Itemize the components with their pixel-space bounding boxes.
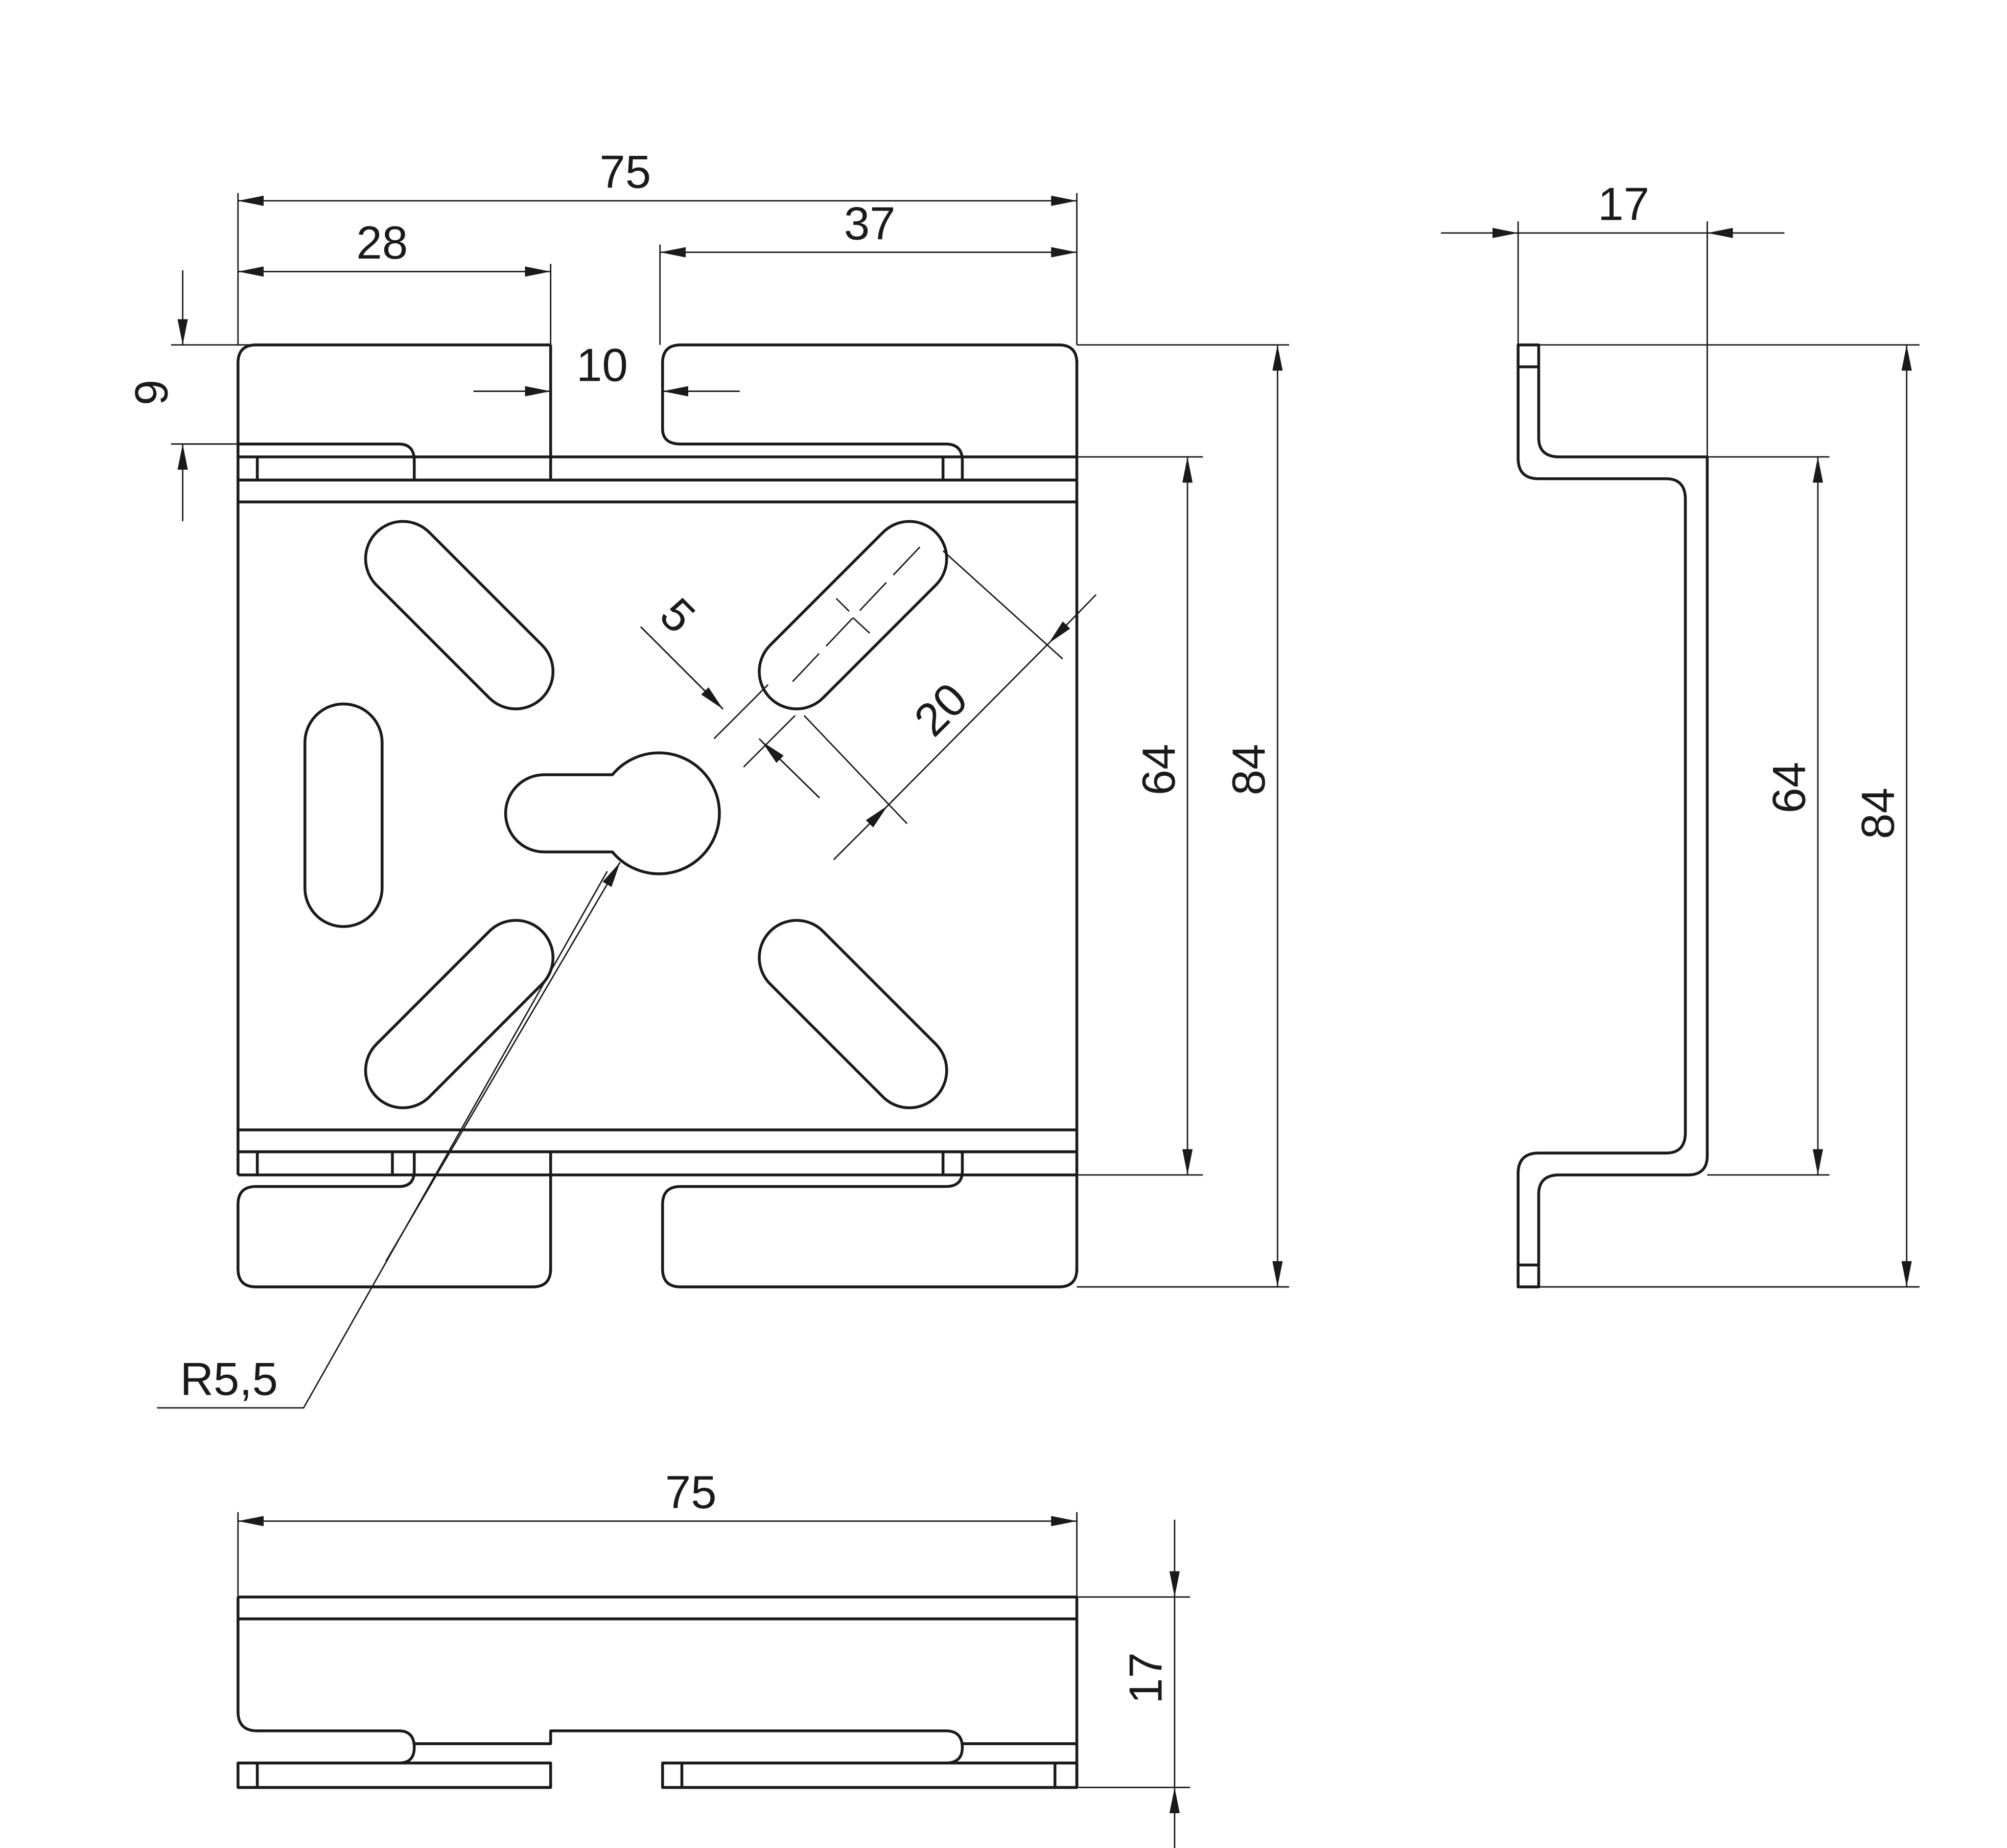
dim-slot-length: 20 (904, 673, 977, 746)
plate-outline (237, 360, 1079, 1272)
dim-bottom-width: 75 (665, 1467, 717, 1518)
top-left-tab-bend (238, 443, 416, 480)
dim-overall-height: 84 (1223, 744, 1275, 795)
side-view: 17 64 84 (1441, 179, 1920, 1288)
top-left-tab (237, 343, 552, 480)
bottom-bands (238, 1128, 1077, 1176)
slot-top-right (758, 520, 948, 710)
dim-keyhole-radius: R5,5 (180, 1354, 277, 1405)
bottom-dimensions (237, 1512, 1191, 1848)
dim-depth: 17 (1598, 179, 1649, 230)
dim-tab-height: 9 (126, 380, 177, 405)
front-view: 75 28 37 10 9 5 20 64 84 R5,5 (126, 147, 1289, 1409)
bottom-profile (237, 1596, 1079, 1788)
side-dimensions (1441, 221, 1920, 1288)
dim-right-tab-width: 37 (844, 198, 896, 249)
top-bands (238, 455, 1077, 503)
dim-side-inner-height: 64 (1764, 762, 1815, 814)
dimensions (157, 193, 1289, 1409)
dim-overall-width: 75 (599, 147, 651, 198)
bottom-right-tab (661, 1151, 1079, 1288)
dim-side-overall-height: 84 (1852, 788, 1904, 839)
slot-bottom-right (758, 919, 948, 1110)
bottom-left-tab (237, 1151, 552, 1288)
keyhole (504, 751, 721, 875)
slot-centerline (785, 546, 921, 689)
dim-inner-height: 64 (1133, 744, 1185, 795)
bottom-view: 75 17 (237, 1467, 1191, 1848)
dim-left-tab-width: 28 (356, 217, 408, 269)
slot-bottom-left (364, 919, 555, 1110)
dim-bottom-depth: 17 (1121, 1652, 1172, 1704)
top-right-tab (661, 343, 1079, 480)
dim-tab-gap: 10 (576, 339, 628, 391)
slot-top-left (364, 520, 555, 710)
side-profile (1516, 343, 1709, 1288)
slot-vertical (303, 702, 384, 928)
dim-slot-width: 5 (650, 588, 705, 643)
